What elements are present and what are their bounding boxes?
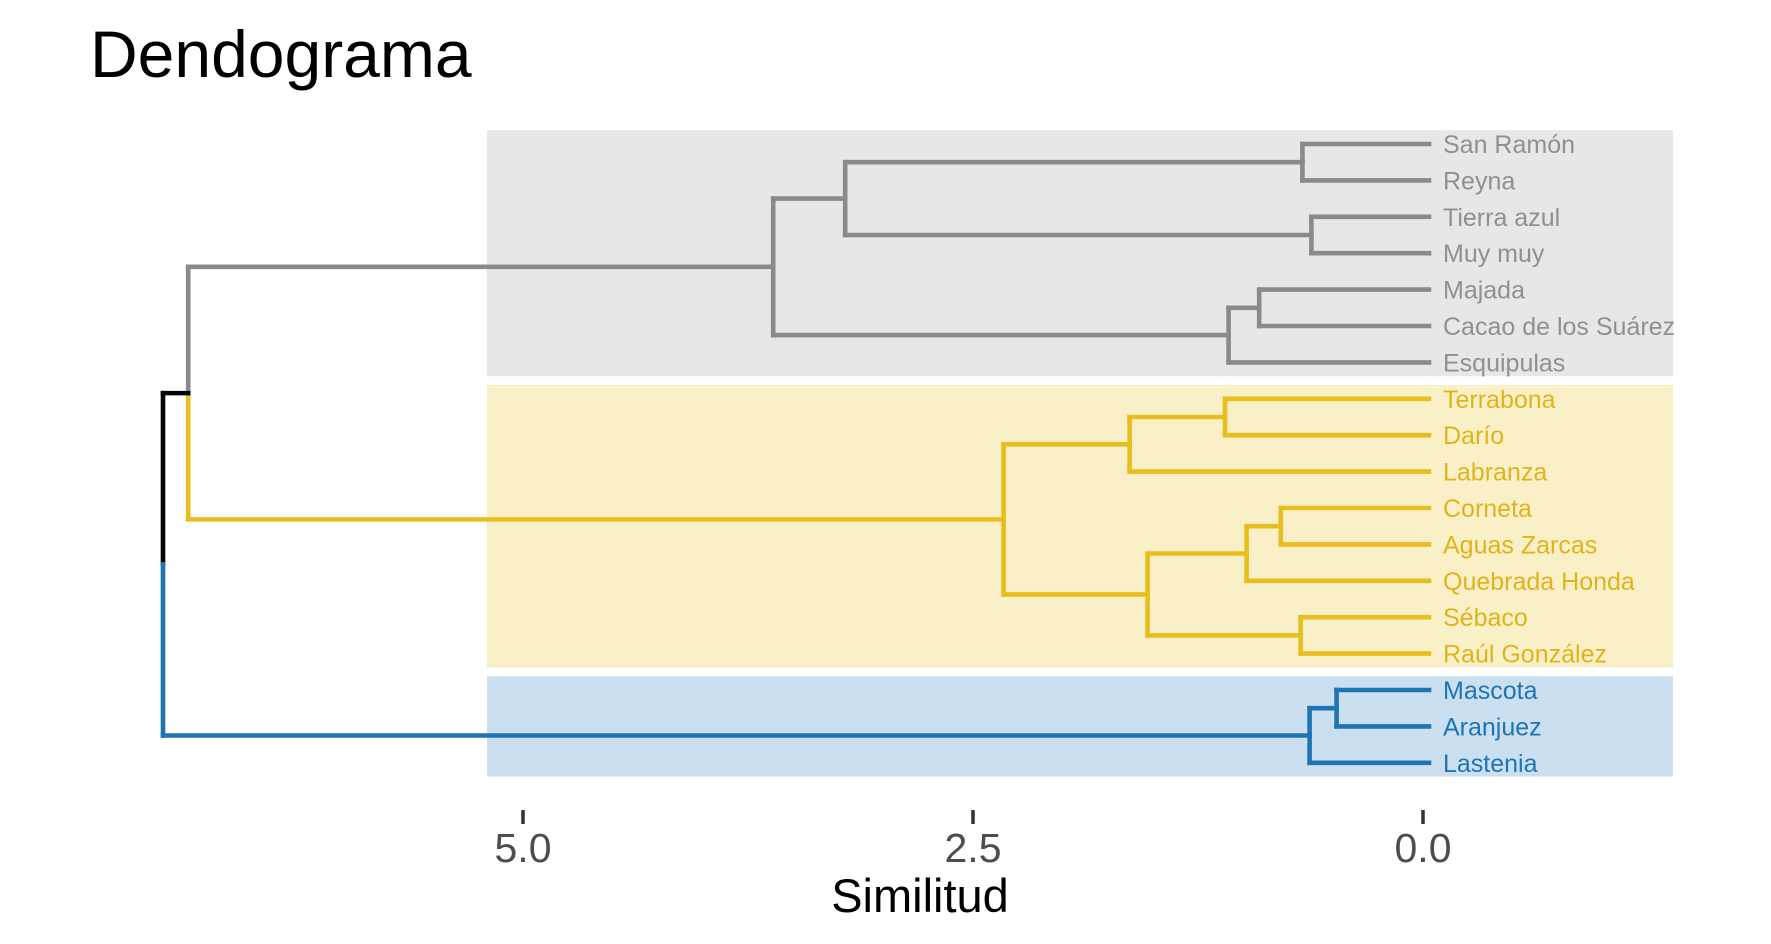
leaf-label: San Ramón <box>1443 131 1575 159</box>
leaf-label: Lastenia <box>1443 750 1538 778</box>
leaf-label: Sébaco <box>1443 604 1528 632</box>
axis-tick-label: 5.0 <box>495 825 552 871</box>
leaf-label: Esquipulas <box>1443 349 1565 377</box>
leaf-label: Muy muy <box>1443 240 1545 268</box>
axis-tick-label: 0.0 <box>1395 825 1452 871</box>
cluster-band-yellow <box>487 385 1673 668</box>
leaf-label: Labranza <box>1443 459 1547 487</box>
leaf-label: Reyna <box>1443 167 1515 195</box>
leaf-label: Aguas Zarcas <box>1443 531 1597 559</box>
leaf-label: Mascota <box>1443 677 1538 705</box>
x-axis-title: Similitud <box>831 869 1009 922</box>
leaf-label: Raúl González <box>1443 641 1607 669</box>
axis-tick-label: 2.5 <box>945 825 1002 871</box>
leaf-label: Aranjuez <box>1443 713 1542 741</box>
chart-title: Dendograma <box>90 17 472 91</box>
leaf-label: Quebrada Honda <box>1443 568 1635 596</box>
leaf-label: Cacao de los Suárez <box>1443 313 1675 341</box>
cluster-band-blue <box>487 676 1673 777</box>
leaf-label: Darío <box>1443 422 1504 450</box>
leaf-label: Terrabona <box>1443 386 1556 414</box>
leaf-label: Majada <box>1443 277 1525 305</box>
leaf-label: Tierra azul <box>1443 204 1560 232</box>
leaf-label: Corneta <box>1443 495 1532 523</box>
